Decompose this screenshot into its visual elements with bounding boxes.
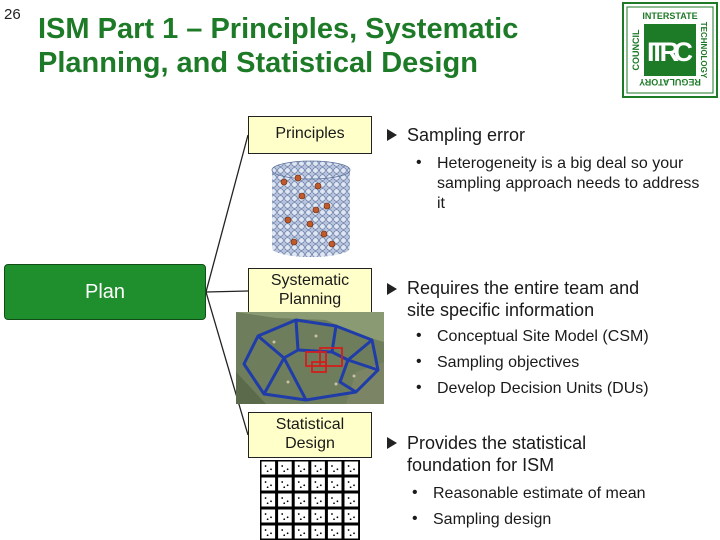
logo-bottom-text: REGULATORY <box>639 77 701 87</box>
statistical-arrow-icon <box>387 437 397 449</box>
itrc-logo: ITRC INTERSTATE REGULATORY COUNCIL TECHN… <box>622 2 718 98</box>
systematic-bullet-1: Conceptual Site Model (CSM) <box>437 328 649 345</box>
systematic-arrow-icon <box>387 283 397 295</box>
statistical-box-line-2: Design <box>285 435 335 452</box>
statistical-box-line-1: Statistical <box>275 416 345 433</box>
logo-right-text: TECHNOLOGY <box>699 22 708 79</box>
statistical-bullet-1: Reasonable estimate of mean <box>433 485 646 502</box>
slide-title-line-2: Planning, and Statistical Design <box>38 47 478 79</box>
statistical-heading: Provides the statistical foundation for … <box>407 432 586 476</box>
systematic-heading-line-1: Requires the entire team and <box>407 278 640 298</box>
systematic-box-line-2: Planning <box>278 291 342 308</box>
statistical-design-box: Statistical Design <box>248 412 372 458</box>
bullet-dot-icon: • <box>416 327 422 344</box>
bullet-dot-icon: • <box>416 379 422 396</box>
site-aerial-map-image <box>236 312 384 404</box>
principles-box: Principles <box>248 116 372 154</box>
systematic-bullet-3: Develop Decision Units (DUs) <box>437 380 649 397</box>
principles-arrow-icon <box>387 129 397 141</box>
slide-title: ISM Part 1 – Principles, Systematic Plan… <box>38 12 598 80</box>
bullet-dot-icon: • <box>416 353 422 370</box>
bullet-dot-icon: • <box>416 154 422 171</box>
systematic-planning-box: Systematic Planning <box>248 268 372 314</box>
sampling-grid-image <box>260 460 360 540</box>
principles-heading: Sampling error <box>407 125 526 145</box>
logo-left-text: COUNCIL <box>631 29 641 70</box>
principles-bullet-1: Heterogeneity is a big deal so your samp… <box>437 155 700 212</box>
bullet-dot-icon: • <box>412 484 418 501</box>
logo-center-text: ITRC <box>647 37 693 67</box>
systematic-box-line-1: Systematic <box>270 272 350 289</box>
statistical-bullet-2: Sampling design <box>433 511 552 528</box>
statistical-heading-line-2: foundation for ISM <box>407 455 555 475</box>
systematic-bullet-2: Sampling objectives <box>437 354 580 371</box>
systematic-heading: Requires the entire team and site specif… <box>407 277 639 321</box>
slide-number: 26 <box>4 6 21 23</box>
heterogeneity-cylinder-image <box>270 160 352 258</box>
bullet-dot-icon: • <box>412 510 418 527</box>
logo-top-text: INTERSTATE <box>642 11 697 21</box>
statistical-heading-line-1: Provides the statistical <box>407 433 587 453</box>
plan-box: Plan <box>4 264 206 320</box>
systematic-heading-line-2: site specific information <box>407 300 595 320</box>
slide-title-line-1: ISM Part 1 – Principles, Systematic <box>38 13 519 45</box>
